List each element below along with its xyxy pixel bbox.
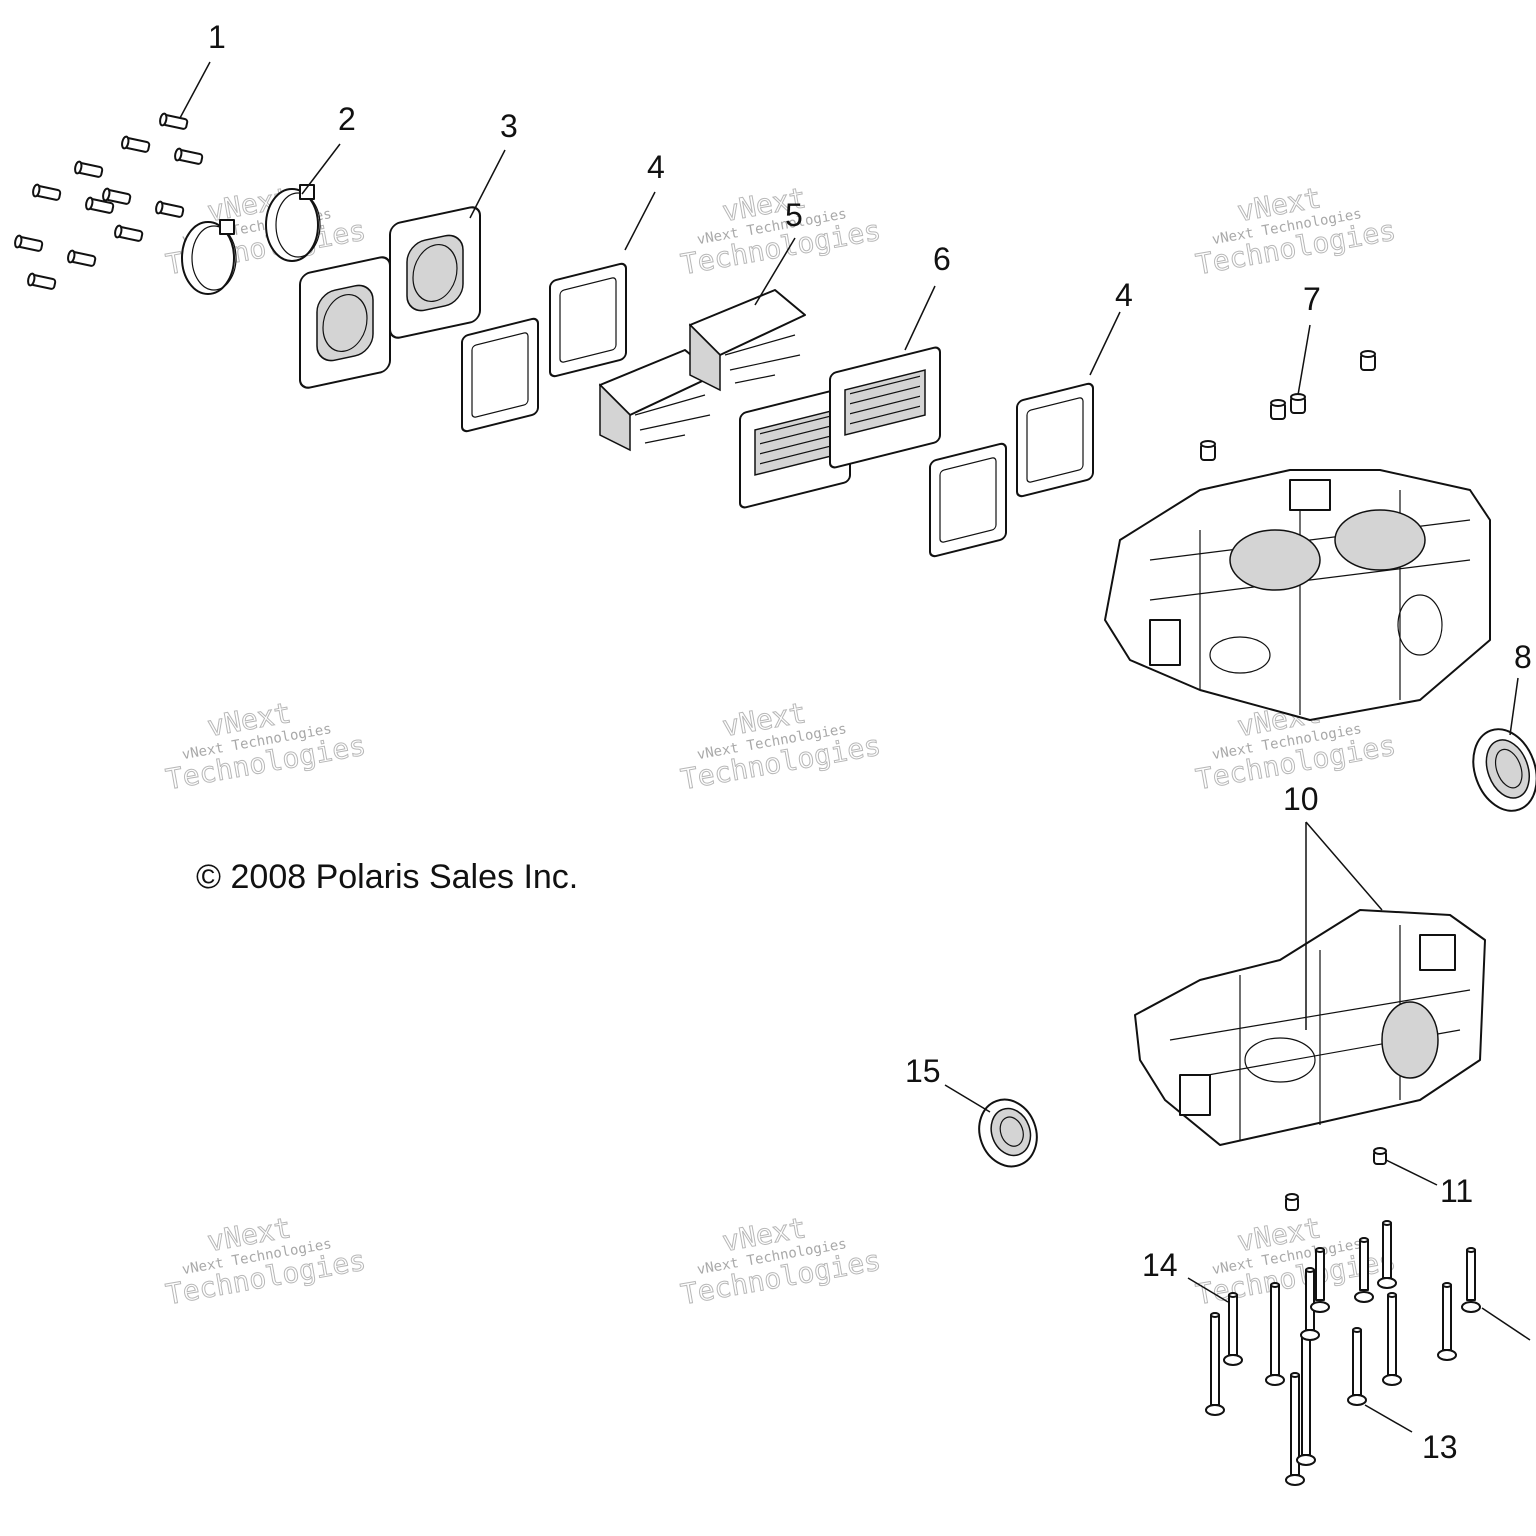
leader-lines bbox=[179, 61, 1531, 1433]
screw bbox=[85, 196, 115, 214]
callout-7: 7 bbox=[1303, 281, 1321, 317]
bolt bbox=[1377, 1220, 1397, 1289]
adapter-plate bbox=[389, 206, 481, 339]
leader-line-6 bbox=[904, 285, 936, 351]
screw bbox=[32, 183, 62, 201]
dowel bbox=[1360, 350, 1376, 371]
bolt bbox=[1205, 1312, 1225, 1416]
part-6-reed-valves bbox=[739, 346, 941, 509]
part-15-seal bbox=[978, 1098, 1038, 1168]
callout-15: 15 bbox=[905, 1053, 941, 1089]
screw bbox=[121, 135, 151, 153]
bolt bbox=[1310, 1247, 1330, 1313]
watermark: vNext vNext Technologies Technologies bbox=[678, 1211, 884, 1312]
part-1-screws bbox=[14, 112, 204, 290]
callout-2: 2 bbox=[338, 101, 356, 137]
watermark: vNext vNext Technologies Technologies bbox=[678, 181, 884, 282]
callout-13: 13 bbox=[1422, 1429, 1458, 1465]
gasket bbox=[929, 442, 1007, 558]
gasket bbox=[549, 262, 627, 378]
leader-line-10b bbox=[1305, 821, 1383, 911]
bolt bbox=[1461, 1247, 1481, 1313]
parts-13-14-bolts bbox=[1205, 1220, 1481, 1486]
dowel bbox=[1270, 399, 1286, 420]
callout-4-right: 4 bbox=[1115, 277, 1133, 313]
bolt bbox=[1265, 1282, 1285, 1386]
callout-10: 10 bbox=[1283, 781, 1319, 817]
screw bbox=[67, 249, 97, 267]
part-7-dowels bbox=[1200, 350, 1376, 461]
leader-line-3 bbox=[469, 149, 506, 219]
leader-line-13 bbox=[1364, 1404, 1413, 1433]
dowel bbox=[1373, 1147, 1387, 1165]
leader-line-5 bbox=[754, 237, 796, 306]
leader-line-4b bbox=[1089, 311, 1121, 376]
callout-14: 14 bbox=[1142, 1247, 1178, 1283]
leader-line-11 bbox=[1385, 1159, 1438, 1186]
leader-line-15 bbox=[944, 1084, 991, 1113]
dowel bbox=[1285, 1193, 1299, 1211]
screw bbox=[174, 147, 204, 165]
part-4-gaskets-right bbox=[929, 382, 1094, 558]
screw bbox=[27, 272, 57, 290]
upper-crankcase bbox=[1104, 469, 1491, 721]
callout-6: 6 bbox=[933, 241, 951, 277]
callout-5: 5 bbox=[785, 197, 803, 233]
watermark: vNext vNext Technologies Technologies bbox=[1193, 181, 1399, 282]
leader-line-1 bbox=[179, 61, 211, 119]
screw bbox=[14, 234, 44, 252]
bolt bbox=[1437, 1282, 1457, 1361]
callout-1: 1 bbox=[208, 19, 226, 55]
screw bbox=[114, 224, 144, 242]
leader-line-14 bbox=[1187, 1277, 1229, 1303]
part-5-reed-cages bbox=[599, 289, 806, 452]
lower-crankcase bbox=[1134, 909, 1486, 1146]
leader-line-2 bbox=[301, 143, 341, 195]
part-8-seal bbox=[1472, 728, 1536, 812]
clamp bbox=[265, 184, 321, 262]
dowel bbox=[1200, 440, 1216, 461]
screw bbox=[155, 200, 185, 218]
watermark: vNext vNext Technologies Technologies bbox=[163, 1211, 369, 1312]
watermark: vNext vNext Technologies Technologies bbox=[163, 696, 369, 797]
part-4-gaskets-left bbox=[461, 262, 627, 433]
clamp bbox=[181, 219, 237, 295]
leader-line-4a bbox=[624, 191, 656, 251]
bolt bbox=[1382, 1292, 1402, 1386]
gasket bbox=[1016, 382, 1094, 498]
callouts: 1 2 3 4 5 6 4 7 8 10 11 13 14 15 bbox=[208, 19, 1532, 1465]
screw bbox=[159, 112, 189, 130]
copyright-text: © 2008 Polaris Sales Inc. bbox=[196, 858, 578, 896]
leader-line-7 bbox=[1297, 324, 1311, 396]
gasket bbox=[461, 317, 539, 433]
bolt bbox=[1285, 1372, 1305, 1486]
bolt bbox=[1354, 1237, 1374, 1303]
watermark: vNext vNext Technologies Technologies bbox=[678, 696, 884, 797]
screw bbox=[74, 160, 104, 178]
bolt bbox=[1223, 1292, 1243, 1366]
callout-3: 3 bbox=[500, 108, 518, 144]
reed-cage bbox=[689, 289, 806, 392]
screw bbox=[102, 187, 132, 205]
leader-line-12 bbox=[1481, 1307, 1531, 1341]
callout-8: 8 bbox=[1514, 639, 1532, 675]
bolt bbox=[1347, 1327, 1367, 1406]
dowel bbox=[1290, 393, 1306, 414]
reed-valve bbox=[739, 386, 851, 509]
reed-valve bbox=[829, 346, 941, 469]
bolt bbox=[1300, 1267, 1320, 1341]
part-3-adapters bbox=[299, 206, 481, 389]
part-11-dowels bbox=[1285, 1147, 1387, 1211]
callout-4: 4 bbox=[647, 149, 665, 185]
adapter-plate bbox=[299, 256, 391, 389]
leader-line-8 bbox=[1509, 677, 1519, 736]
callout-11: 11 bbox=[1440, 1173, 1473, 1209]
part-2-clamps bbox=[181, 184, 321, 295]
